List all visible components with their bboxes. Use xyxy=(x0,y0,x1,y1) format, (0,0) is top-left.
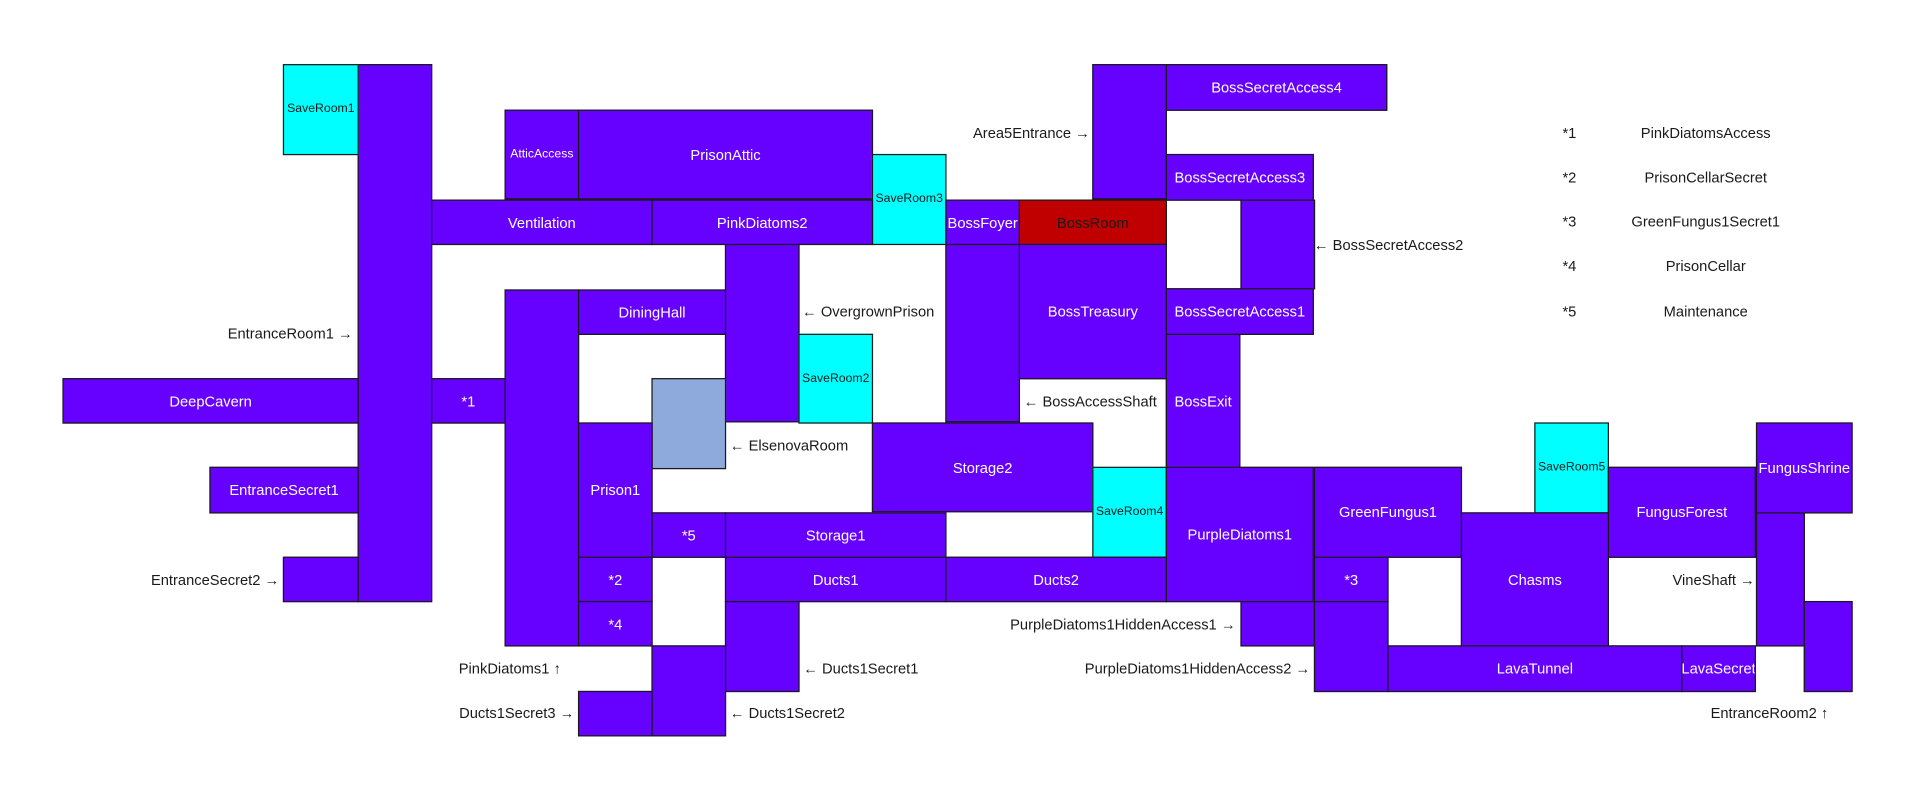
label-entranceroom2: EntranceRoom2 ↑ xyxy=(1710,704,1829,722)
room-entranceroom2-block[interactable] xyxy=(1803,600,1853,693)
room-pinkdiatoms2[interactable]: PinkDiatoms2 xyxy=(651,199,874,246)
room-atticaccess[interactable]: AtticAccess xyxy=(504,109,580,200)
label-pinkdiatoms1: PinkDiatoms1 ↑ xyxy=(458,660,561,678)
room-bossfoyer[interactable]: BossFoyer xyxy=(945,199,1021,246)
legend-name: Maintenance xyxy=(1663,302,1748,321)
room-marker3[interactable]: *3 xyxy=(1313,556,1389,603)
label-overgrownprison: ← OvergrownPrison xyxy=(802,302,935,321)
legend-mark: *5 xyxy=(1562,302,1577,321)
label-elsenovaroom: ← ElsenovaRoom xyxy=(729,437,849,455)
room-vineshaft[interactable] xyxy=(1755,512,1805,647)
room-area5entrance-shaft[interactable] xyxy=(1092,64,1167,200)
legend-mark: *3 xyxy=(1562,213,1577,231)
room-entrancesecret1[interactable]: EntranceSecret1 xyxy=(209,466,359,514)
label-ducts1secret2: ← Ducts1Secret2 xyxy=(729,704,845,722)
room-marker5[interactable]: *5 xyxy=(651,512,727,558)
label-area5entrance: Area5Entrance → xyxy=(972,124,1090,142)
room-lavatunnel[interactable]: LavaTunnel xyxy=(1387,645,1683,693)
label-vineshaft: VineShaft → xyxy=(1672,571,1755,589)
room-pinkdiatoms1-shaft[interactable] xyxy=(504,289,580,647)
room-hiddenaccess1-block[interactable] xyxy=(1240,600,1316,647)
room-saveroom3[interactable]: SaveRoom3 xyxy=(871,153,947,246)
room-bosssecretaccess1[interactable]: BossSecretAccess1 xyxy=(1165,288,1314,335)
legend-name: PrisonCellarSecret xyxy=(1644,168,1767,186)
legend-name: PinkDiatomsAccess xyxy=(1640,124,1771,142)
legend-mark: *4 xyxy=(1562,257,1577,275)
legend-name: GreenFungus1Secret1 xyxy=(1631,213,1781,231)
room-bosssecretaccess2-block[interactable] xyxy=(1240,199,1316,290)
room-lavasecret[interactable]: LavaSecret xyxy=(1681,645,1756,693)
room-ducts1secret2-block[interactable] xyxy=(651,645,727,737)
room-storage2[interactable]: Storage2 xyxy=(871,422,1094,513)
label-ducts1secret3: Ducts1Secret3 → xyxy=(459,704,575,722)
label-purplediatoms1hiddenaccess2: PurpleDiatoms1HiddenAccess2 → xyxy=(1084,660,1311,678)
room-ducts1secret1-block[interactable] xyxy=(724,600,800,693)
room-bosssecretaccess3[interactable]: BossSecretAccess3 xyxy=(1165,153,1314,201)
room-prisonattic[interactable]: PrisonAttic xyxy=(577,109,874,200)
room-saveroom5[interactable]: SaveRoom5 xyxy=(1534,422,1609,514)
room-deepcavern[interactable]: DeepCavern xyxy=(62,378,359,424)
room-prison1[interactable]: Prison1 xyxy=(577,422,653,558)
legend-name: PrisonCellar xyxy=(1665,257,1746,275)
room-bosstreasury[interactable]: BossTreasury xyxy=(1018,243,1167,380)
room-marker2[interactable]: *2 xyxy=(577,556,653,603)
legend-mark: *2 xyxy=(1562,168,1577,186)
label-purplediatoms1hiddenaccess1: PurpleDiatoms1HiddenAccess1 → xyxy=(1010,615,1236,633)
room-fungusshrine[interactable]: FungusShrine xyxy=(1755,422,1853,514)
room-ducts1[interactable]: Ducts1 xyxy=(724,556,947,603)
room-bosssecretaccess4[interactable]: BossSecretAccess4 xyxy=(1165,64,1388,111)
room-storage1[interactable]: Storage1 xyxy=(724,512,947,558)
room-bossroom[interactable]: BossRoom xyxy=(1018,199,1167,246)
label-bossaccessshaft: ← BossAccessShaft xyxy=(1023,392,1157,411)
room-entrancesecret2-block[interactable] xyxy=(282,556,359,603)
room-ducts2[interactable]: Ducts2 xyxy=(945,556,1167,603)
room-greenfungus1[interactable]: GreenFungus1 xyxy=(1313,466,1463,558)
label-entranceroom1: EntranceRoom1 → xyxy=(227,325,353,343)
room-saveroom1[interactable]: SaveRoom1 xyxy=(282,64,359,156)
room-saveroom2[interactable]: SaveRoom2 xyxy=(798,333,874,424)
room-ventilation[interactable]: Ventilation xyxy=(431,199,653,246)
room-marker1[interactable]: *1 xyxy=(431,378,506,424)
room-overgrownprison-shaft[interactable] xyxy=(724,243,800,423)
label-ducts1secret1: ← Ducts1Secret1 xyxy=(803,660,919,678)
legend-mark: *1 xyxy=(1562,124,1577,142)
room-elsenovaroom[interactable] xyxy=(651,378,727,470)
room-saveroom4[interactable]: SaveRoom4 xyxy=(1092,466,1167,558)
label-entrancesecret2: EntranceSecret2 → xyxy=(150,571,280,589)
room-dininghall[interactable]: DiningHall xyxy=(577,289,727,335)
room-purplediatoms1[interactable]: PurpleDiatoms1 xyxy=(1165,466,1314,603)
room-entrance-shaft[interactable] xyxy=(357,64,433,603)
room-chasms[interactable]: Chasms xyxy=(1460,512,1609,647)
room-marker4[interactable]: *4 xyxy=(577,600,653,647)
room-ducts1secret3-block[interactable] xyxy=(577,690,653,737)
room-fungusforest[interactable]: FungusForest xyxy=(1607,466,1756,558)
room-hiddenaccess2-block[interactable] xyxy=(1313,600,1389,693)
room-bossexit[interactable]: BossExit xyxy=(1165,333,1241,470)
room-bossaccessshaft[interactable] xyxy=(945,243,1021,423)
label-bosssecretaccess2: ← BossSecretAccess2 xyxy=(1313,236,1464,254)
